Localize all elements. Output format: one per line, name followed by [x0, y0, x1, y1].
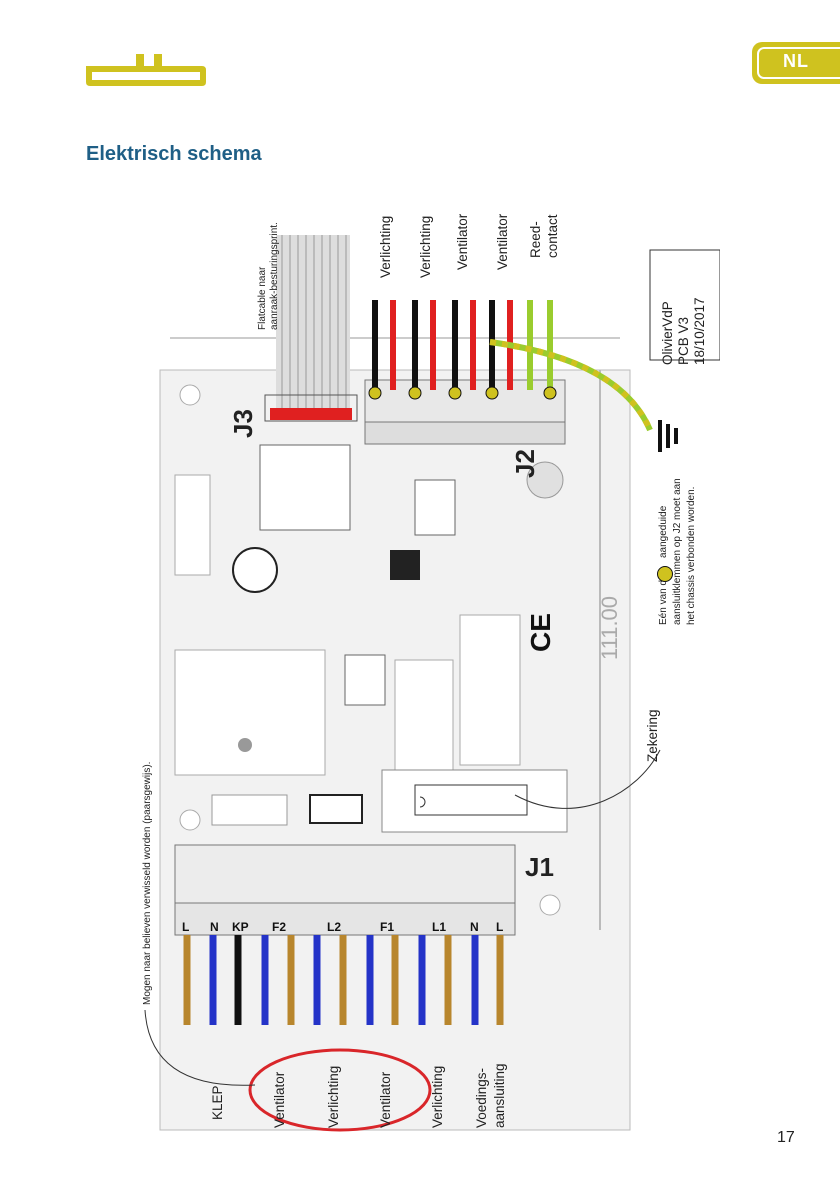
- chassis-note-4: het chassis verbonden worden.: [686, 486, 697, 625]
- chassis-indicator-dot: [657, 566, 673, 582]
- j1-terminal-f2: F2: [272, 920, 287, 934]
- j2-wires: [372, 300, 653, 432]
- j1-terminal-f1: F1: [380, 920, 395, 934]
- j1-terminal-l1: L1: [432, 920, 447, 934]
- pcb-label-2: PCB V3: [676, 316, 691, 365]
- brand-logo: [86, 54, 206, 86]
- swap-highlight-ellipse: [248, 1048, 432, 1132]
- j1-wire-label-5: Voedings-: [474, 1067, 489, 1128]
- swap-note: Mogen naar believen verwisseld worden (p…: [142, 761, 153, 1005]
- j2-label: J2: [510, 449, 540, 478]
- flatcable-label-1: Flatcable naar: [257, 266, 268, 330]
- j1-terminal-kp: KP: [232, 920, 249, 934]
- ground-symbol: [658, 420, 678, 452]
- j1-wire-label-4: Verlichting: [430, 1065, 445, 1128]
- pcb-label-3: 18/10/2017: [692, 297, 707, 365]
- chassis-note-3: aansluitklemmen op J2 moet aan: [672, 478, 683, 625]
- j1-wire-label-klep: KLEP: [210, 1085, 225, 1120]
- chassis-note-2: aangeduide: [658, 505, 669, 558]
- j2-wire-label-5: Reed-: [528, 221, 543, 258]
- j2-wire-label-3: Ventilator: [455, 213, 470, 270]
- j1-terminal-block: [174, 844, 516, 936]
- j2-wire-label-4: Ventilator: [495, 213, 510, 270]
- j2-wire-label-2: Verlichting: [418, 215, 433, 278]
- j1-wires: [183, 935, 504, 1025]
- j2-wire-label-6: contact: [545, 214, 560, 258]
- j1-wire-label-6: aansluiting: [492, 1063, 507, 1128]
- j1-wire-label-2: Verlichting: [326, 1065, 341, 1128]
- wiring-diagram: CE: [144, 235, 720, 1132]
- j2-terminal-block: [364, 379, 566, 445]
- j1-terminal-n: N: [210, 920, 219, 934]
- page-title: Elektrisch schema: [86, 143, 262, 165]
- j1-terminal-l2: L2: [327, 920, 342, 934]
- j1-terminal-n2: N: [470, 920, 479, 934]
- ce-mark: CE: [525, 613, 556, 652]
- ribbon-cable: [270, 235, 352, 420]
- j1-wire-label-3: Ventilator: [378, 1071, 393, 1128]
- j3-label: J3: [228, 409, 258, 438]
- language-tab: NL: [752, 42, 840, 84]
- j2-wire-label-1: Verlichting: [378, 215, 393, 278]
- language-label: NL: [783, 51, 809, 71]
- page-number: 17: [777, 1129, 795, 1146]
- flatcable-label-2: aanraak-besturingsprint.: [269, 222, 280, 330]
- pcb-label-1: OlivierVdP: [660, 301, 675, 365]
- j1-terminal-l: L: [182, 920, 190, 934]
- dimension-label: 111.00: [597, 595, 622, 660]
- j1-terminal-l3: L: [496, 920, 504, 934]
- j2-indicator-dots: [368, 386, 557, 400]
- fuse-label: Zekering: [645, 709, 660, 762]
- j1-wire-label-1: Ventilator: [272, 1071, 287, 1128]
- j1-label: J1: [525, 852, 554, 882]
- fuse-holder: [381, 769, 568, 833]
